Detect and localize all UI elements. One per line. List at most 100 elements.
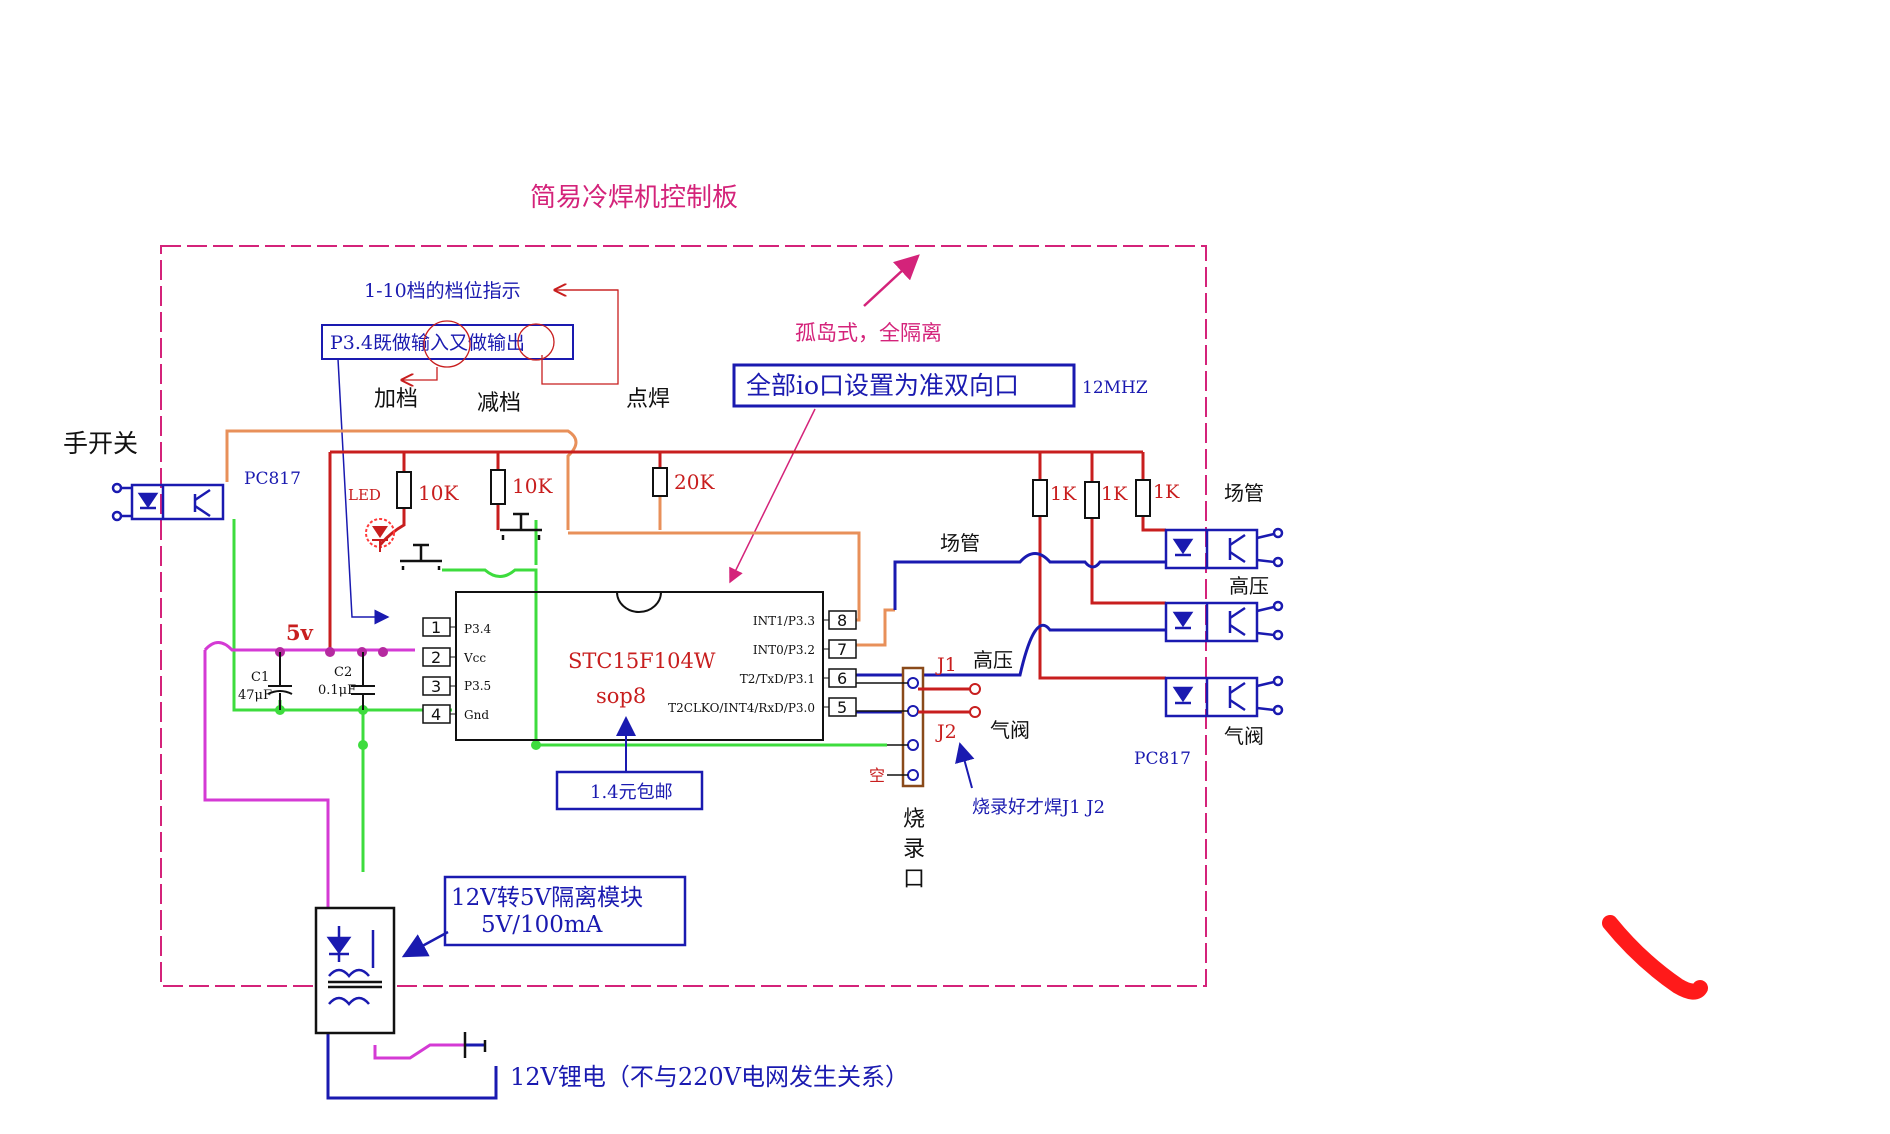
- j2-label: J2: [935, 721, 957, 743]
- r-20k-label: 20K: [674, 470, 715, 494]
- pin-8-num: 8: [837, 611, 847, 630]
- pin-3-num: 3: [431, 677, 441, 696]
- p34-pointer: [337, 358, 390, 625]
- capacitor-c2: [351, 652, 375, 710]
- led-label: LED: [348, 486, 381, 504]
- diagram-title: 简易冷焊机控制板: [530, 183, 738, 213]
- module-note-line2: 5V/100mA: [481, 912, 603, 938]
- program-port-char-1: 烧: [903, 807, 925, 832]
- r-1k-3-label: 1K: [1153, 481, 1180, 503]
- r-10k-2-label: 10K: [512, 474, 553, 498]
- gear-down-label: 减档: [477, 391, 521, 416]
- resistor-20k: [652, 467, 668, 497]
- pin-6-name: T2/TxD/P3.1: [740, 672, 815, 686]
- pin-1-name: P3.4: [464, 622, 492, 636]
- magenta-wires: [203, 641, 465, 1060]
- pin-8-name: INT1/P3.3: [753, 614, 815, 628]
- r-1k-2-label: 1K: [1101, 483, 1128, 505]
- capacitor-c1: [267, 652, 293, 710]
- push-button-gear-down: [500, 512, 542, 540]
- gear-indicator-label: 1-10档的档位指示: [364, 280, 521, 302]
- pin-1-num: 1: [431, 618, 441, 637]
- pin-5-num: 5: [837, 698, 847, 717]
- resistor-10k-1: [396, 471, 412, 509]
- price-note-text: 1.4元包邮: [590, 782, 673, 803]
- isolation-module-symbol: [326, 926, 382, 1006]
- orange-wires: [225, 429, 895, 647]
- module-note-box: [443, 875, 687, 947]
- pin-2-name: Vcc: [463, 651, 486, 665]
- burn-note-arrow: [955, 742, 975, 789]
- pc817-left-icon: [111, 482, 225, 522]
- program-port-char-2: 录: [903, 837, 925, 862]
- pc817-field-tube-icon: [1164, 527, 1284, 570]
- pc817-left-label: PC817: [244, 469, 301, 489]
- chip-right-pins: [823, 610, 857, 717]
- jumper-pads: [969, 683, 981, 718]
- empty-pin-label: 空: [869, 766, 885, 785]
- pc817-high-voltage-icon: [1164, 600, 1284, 643]
- pin-4-num: 4: [431, 705, 441, 724]
- c1-value: 47μF: [238, 688, 272, 703]
- wire-high-voltage-label: 高压: [973, 648, 1013, 672]
- chip-package: sop8: [596, 684, 646, 708]
- gear-up-label: 加档: [374, 387, 418, 412]
- out-high-voltage-label: 高压: [1229, 574, 1269, 598]
- push-button-gear-up: [400, 543, 442, 570]
- io-note-arrow: [729, 408, 816, 584]
- led-icon: [365, 518, 395, 552]
- program-port-wires: [856, 682, 908, 776]
- r-1k-1-label: 1K: [1050, 483, 1077, 505]
- io-note-box: [732, 363, 1076, 408]
- io-note-text: 全部io口设置为准双向口: [746, 371, 1019, 400]
- green-wires: [232, 519, 887, 872]
- chip-name: STC15F104W: [568, 649, 716, 673]
- c1-name: C1: [251, 670, 269, 685]
- gnd-junctions: [275, 705, 541, 750]
- burn-note-text: 烧录好才焊J1 J2: [972, 797, 1105, 818]
- c2-name: C2: [334, 665, 352, 680]
- board-border: [160, 245, 1207, 987]
- p34-note-text: P3.4既做输入又做输出: [330, 332, 525, 354]
- pin-5-name: T2CLKO/INT4/RxD/P3.0: [668, 701, 815, 715]
- out-gas-valve-label: 气阀: [1224, 724, 1264, 748]
- resistor-1k-1: [1032, 479, 1048, 517]
- pin-7-name: INT0/P3.2: [753, 643, 815, 657]
- pin-4-name: Gnd: [464, 708, 489, 722]
- chip-body: [455, 591, 824, 741]
- pin-3-name: P3.5: [464, 679, 491, 693]
- input-highlight-circle: [423, 320, 471, 368]
- battery-note: 12V锂电（不与220V电网发生关系）: [510, 1063, 909, 1091]
- resistor-10k-2: [490, 469, 506, 505]
- module-note-line1: 12V转5V隔离模块: [451, 885, 643, 911]
- out-field-tube-label: 场管: [1224, 481, 1264, 505]
- chip-left-pins: [422, 617, 456, 724]
- output-highlight-circle: [517, 323, 555, 361]
- chip-notch: [616, 591, 662, 613]
- resistor-1k-3: [1135, 479, 1151, 517]
- p34-note-box: [321, 324, 574, 360]
- c2-value: 0.1μF: [318, 683, 356, 698]
- pc817-gas-valve-icon: [1164, 675, 1284, 718]
- pin-2-num: 2: [431, 648, 441, 667]
- red-brush-stroke: [1602, 915, 1708, 1000]
- price-note-box: [555, 770, 704, 811]
- resistor-1k-2: [1084, 481, 1100, 519]
- program-port-body: [901, 666, 925, 788]
- island-arrow: [863, 254, 920, 307]
- pin-6-num: 6: [837, 669, 847, 688]
- program-port-pins: [907, 677, 919, 781]
- module-arrow: [401, 930, 449, 958]
- island-label: 孤岛式，全隔离: [795, 321, 942, 345]
- pin-7-num: 7: [837, 640, 847, 659]
- input-arrow: [402, 367, 438, 380]
- wire-field-tube-label: 场管: [940, 531, 980, 555]
- pc817-right-label: PC817: [1134, 749, 1191, 769]
- rail-5v-label: 5v: [286, 620, 314, 645]
- battery-icon: [463, 1032, 487, 1058]
- freq-label: 12MHZ: [1082, 378, 1148, 398]
- j1-label: J1: [935, 654, 957, 676]
- program-port-char-3: 口: [903, 867, 925, 892]
- wire-gas-valve-label: 气阀: [990, 718, 1030, 742]
